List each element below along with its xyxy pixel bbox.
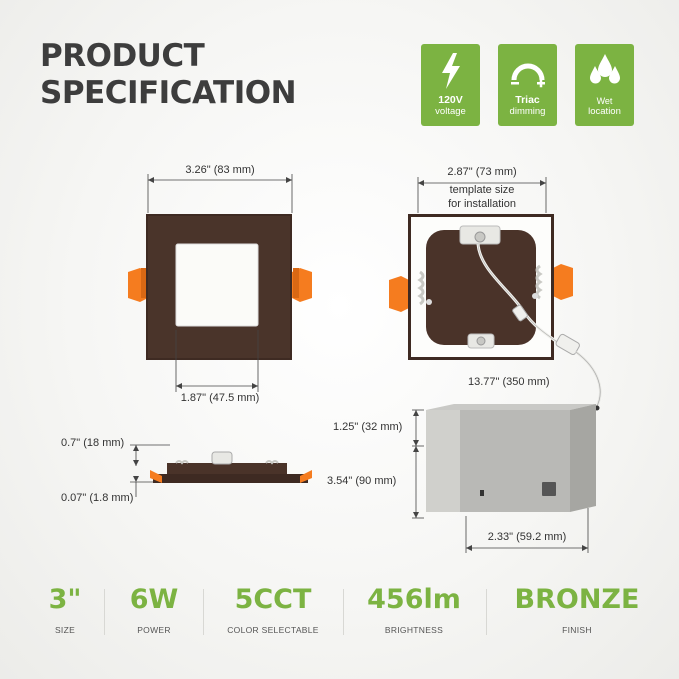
side-height-label: 0.7" (18 mm) bbox=[61, 437, 125, 449]
dimming-label: dimming bbox=[509, 106, 546, 117]
spec-size-value: 3" bbox=[48, 584, 82, 615]
spec-divider bbox=[203, 589, 204, 635]
lightning-bolt-icon bbox=[441, 53, 460, 89]
location-value: Wet bbox=[596, 96, 613, 106]
title-line-1: PRODUCT bbox=[40, 38, 205, 74]
junction-box-drawing bbox=[412, 404, 596, 553]
dimming-badge: Triac dimming bbox=[498, 44, 557, 126]
title-line-2: SPECIFICATION bbox=[40, 75, 297, 111]
flange-thickness-label: 0.07" (1.8 mm) bbox=[61, 492, 134, 504]
page-title: PRODUCT SPECIFICATION bbox=[40, 38, 297, 112]
template-size-line-1: template size bbox=[449, 184, 515, 196]
location-badge: Wet location bbox=[575, 44, 634, 126]
aperture-width-label: 1.87" (47.5 mm) bbox=[180, 392, 260, 404]
voltage-label: voltage bbox=[435, 106, 466, 117]
spec-power-value: 6W bbox=[129, 584, 179, 615]
spec-color-value: 5CCT bbox=[234, 584, 312, 615]
spec-color-label: COLOR SELECTABLE bbox=[227, 625, 319, 635]
spec-power: 6W POWER bbox=[112, 583, 196, 635]
feature-badges: 120V voltage Triac dimming Wet location bbox=[421, 44, 634, 126]
location-label: location bbox=[588, 106, 621, 117]
spec-finish-value: BRONZE bbox=[514, 584, 640, 615]
back-view-drawing bbox=[389, 177, 602, 475]
back-width-label: 2.87" (73 mm) bbox=[447, 166, 517, 178]
box-width-label: 2.33" (59.2 mm) bbox=[487, 531, 567, 543]
voltage-value: 120V bbox=[438, 94, 463, 106]
front-view-drawing bbox=[128, 174, 312, 392]
spec-size-label: SIZE bbox=[54, 625, 76, 635]
spec-summary-bar: 3" SIZE 6W POWER 5CCT COLOR SELECTABLE 4… bbox=[0, 583, 679, 643]
spec-brightness-label: BRIGHTNESS bbox=[384, 625, 444, 635]
dimming-value: Triac bbox=[515, 94, 540, 106]
spec-divider bbox=[486, 589, 487, 635]
box-height-label: 1.25" (32 mm) bbox=[333, 421, 403, 433]
front-width-label: 3.26" (83 mm) bbox=[185, 164, 255, 176]
spec-divider bbox=[104, 589, 105, 635]
voltage-badge: 120V voltage bbox=[421, 44, 480, 126]
side-view-drawing bbox=[130, 444, 312, 497]
box-length-label: 3.54" (90 mm) bbox=[327, 475, 397, 487]
spec-finish-label: FINISH bbox=[562, 625, 592, 635]
dimmer-dial-icon bbox=[510, 63, 545, 88]
spec-brightness-value: 456lm bbox=[367, 584, 461, 615]
spec-size: 3" SIZE bbox=[20, 583, 110, 635]
spec-power-label: POWER bbox=[137, 625, 171, 635]
spec-color: 5CCT COLOR SELECTABLE bbox=[213, 583, 333, 635]
spec-divider bbox=[343, 589, 344, 635]
spec-finish: BRONZE FINISH bbox=[497, 583, 657, 635]
water-drops-icon bbox=[589, 54, 620, 84]
cable-length-label: 13.77" (350 mm) bbox=[468, 376, 550, 388]
template-size-line-2: for installation bbox=[448, 198, 516, 210]
spec-brightness: 456lm BRIGHTNESS bbox=[354, 583, 474, 635]
